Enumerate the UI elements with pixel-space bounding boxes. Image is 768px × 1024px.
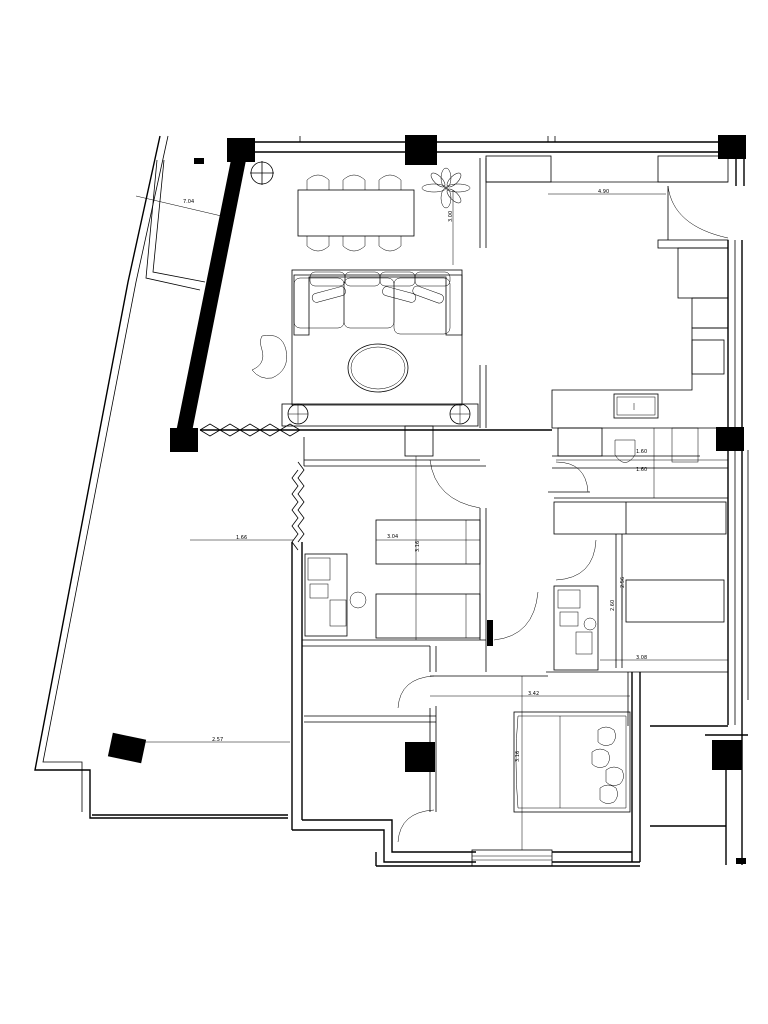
column-7 <box>405 742 435 772</box>
door-swing <box>667 185 729 239</box>
door-swing <box>397 675 435 709</box>
wardrobe <box>553 501 727 535</box>
dim-label: 3.16 <box>415 541 421 552</box>
right-exterior-wall <box>650 240 749 865</box>
double-bed <box>513 711 631 813</box>
door-swing <box>555 539 597 581</box>
chair <box>349 591 367 609</box>
dim-label: 3.16 <box>515 751 521 762</box>
column-5 <box>716 427 744 451</box>
master-bedroom <box>397 672 641 862</box>
door-swing <box>429 459 481 509</box>
desk <box>553 585 599 671</box>
dim-label: 2.56 <box>620 577 626 588</box>
lounge-chair <box>251 335 287 379</box>
dim-label: 3.00 <box>448 211 454 222</box>
sofa <box>293 271 463 336</box>
dining-table <box>297 189 415 237</box>
terrace-outline <box>34 135 288 819</box>
glass-facade <box>170 138 255 452</box>
door-swing <box>493 591 539 641</box>
plant-icon <box>421 167 471 209</box>
desk <box>304 553 348 637</box>
column-6 <box>712 740 742 770</box>
partition-wall <box>200 425 552 467</box>
vanity <box>557 427 603 457</box>
dim-label: 1.60 <box>636 449 647 455</box>
rug <box>291 269 463 406</box>
dim-label: 3.08 <box>636 655 647 661</box>
dim-label: 7.04 <box>183 199 194 205</box>
media-console <box>281 403 479 427</box>
bedroom-3 <box>546 539 728 726</box>
fridge <box>677 247 729 299</box>
dining-chairs <box>306 174 402 252</box>
toilet <box>614 439 636 463</box>
bed <box>625 579 725 623</box>
dimension-lines <box>107 190 728 850</box>
column-1 <box>227 138 255 162</box>
bedroom-2 <box>291 459 539 830</box>
column-2 <box>170 428 198 452</box>
bottom-walls <box>292 819 640 867</box>
door-swing <box>555 461 589 493</box>
bed-2 <box>375 593 481 639</box>
counter <box>551 327 729 429</box>
chair <box>583 617 597 631</box>
pillows <box>591 726 624 804</box>
column-3 <box>405 135 437 165</box>
living-room <box>250 158 487 428</box>
top-exterior-wall <box>252 135 746 186</box>
dim-label: 1.60 <box>636 467 647 473</box>
sink <box>613 393 659 419</box>
column-8 <box>107 732 147 764</box>
bathroom <box>548 427 728 668</box>
coffee-table <box>347 343 409 393</box>
dim-label: 2.60 <box>610 600 616 611</box>
door-swing <box>397 809 435 843</box>
dim-label: 1.66 <box>236 535 247 541</box>
dim-label: 4.90 <box>598 189 609 195</box>
closets <box>304 646 548 812</box>
folding-doors <box>199 423 305 551</box>
column-4 <box>718 135 746 159</box>
kitchen <box>485 155 729 429</box>
dimension-labels: 7.04 4.90 3.00 3.04 3.16 1.66 2.57 2.60 … <box>183 189 647 762</box>
window <box>471 849 553 867</box>
dim-label: 3.42 <box>528 691 539 697</box>
basin <box>671 427 699 463</box>
oven <box>691 339 725 375</box>
bed-1 <box>375 519 481 565</box>
dim-label: 3.04 <box>387 534 398 540</box>
dim-label: 2.57 <box>212 737 223 743</box>
